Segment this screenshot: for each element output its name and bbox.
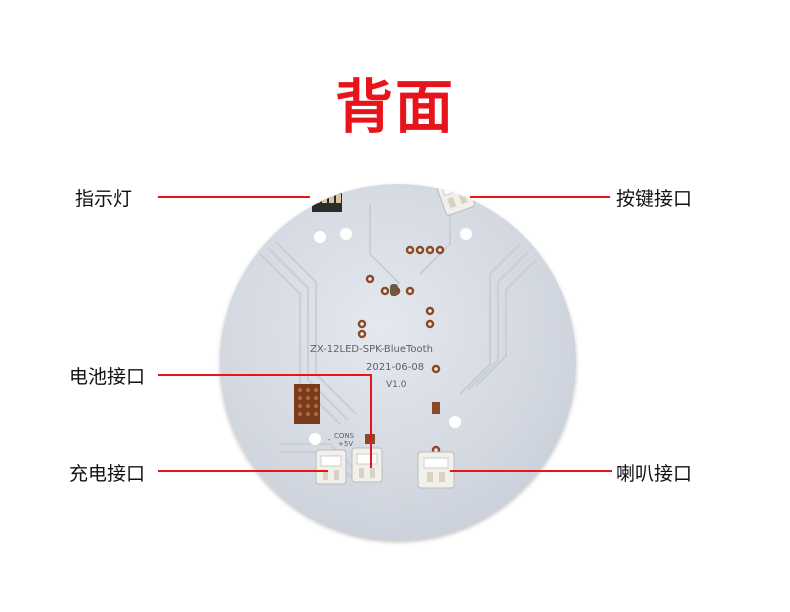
board-cons-text: CONS — [334, 432, 355, 440]
led-indicator-strip — [312, 184, 342, 212]
speaker-port-leader-line — [450, 470, 612, 472]
battery-port-leader-line-v — [370, 374, 372, 468]
charge-port-leader-line — [158, 470, 328, 472]
mount-hole — [309, 433, 321, 445]
button-port-leader-line — [470, 196, 610, 198]
button-port-label: 按键接口 — [616, 188, 693, 210]
board-minus-text: - — [328, 436, 331, 444]
board-date-text: 2021-06-08 — [366, 362, 425, 373]
indicator-label: 指示灯 — [75, 188, 133, 210]
battery-port-label: 电池接口 — [69, 366, 146, 388]
mount-hole — [449, 416, 461, 428]
pcb-traces — [259, 184, 537, 489]
speaker-port-label: 喇叭接口 — [616, 463, 693, 485]
board-model-text: ZX-12LED-SPK-BlueTooth — [310, 344, 433, 355]
board-version-text: V1.0 — [386, 380, 407, 390]
speaker-connector — [417, 451, 455, 489]
board-5v-text: +5V — [338, 440, 354, 448]
mount-hole — [314, 231, 326, 243]
charge-port-label: 充电接口 — [69, 463, 146, 485]
battery-port-leader-line-h — [158, 374, 372, 376]
indicator-leader-line — [158, 196, 310, 198]
charge-connector — [315, 449, 347, 485]
pcb-board: ZX-12LED-SPK-BlueTooth 2021-06-08 V1.0 C… — [220, 184, 576, 540]
page-title: 背面 — [334, 73, 455, 141]
battery-connector — [351, 447, 383, 483]
mount-hole — [460, 228, 472, 240]
button-connector — [435, 184, 475, 216]
mount-hole — [340, 228, 352, 240]
